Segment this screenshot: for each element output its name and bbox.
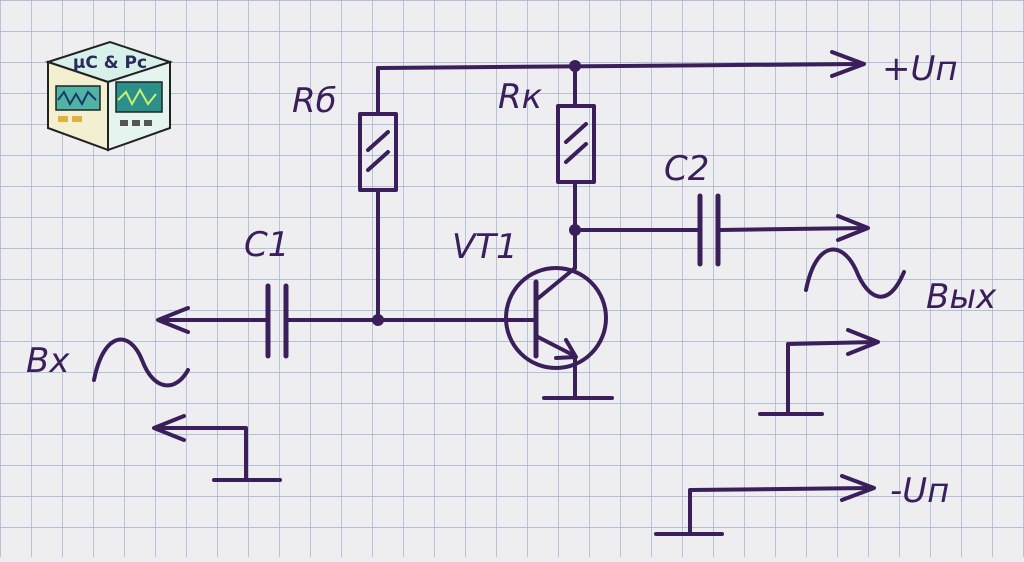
label-c1: C1	[244, 225, 289, 265]
label-rk: Rк	[498, 77, 543, 117]
junction-dot	[372, 314, 384, 326]
output-sine-wave	[804, 247, 906, 299]
label-vcc-pos: +Uп	[882, 49, 958, 89]
logo-text: μC & Pc	[73, 53, 147, 73]
input-signal-group	[92, 337, 282, 482]
logo-cube: μC & Pc	[44, 40, 174, 152]
input-step-signal	[154, 426, 248, 482]
output-signal-group	[758, 247, 906, 416]
resistor-rk	[556, 64, 596, 270]
label-vcc-neg: -Uп	[890, 471, 949, 511]
label-output: Вых	[926, 277, 997, 317]
label-c2: C2	[664, 149, 709, 189]
input-sine-wave	[92, 337, 190, 388]
resistor-rb	[358, 66, 398, 322]
supply-rail-bottom	[654, 474, 876, 536]
capacitor-c2	[573, 193, 870, 267]
output-step-signal	[786, 340, 878, 416]
logo-screen-right	[115, 81, 163, 113]
label-vt1: VT1	[452, 227, 518, 267]
label-input: Вх	[26, 341, 70, 381]
label-rb: Rб	[292, 81, 337, 121]
capacitor-c1	[156, 283, 538, 359]
supply-rail-top	[376, 50, 866, 78]
